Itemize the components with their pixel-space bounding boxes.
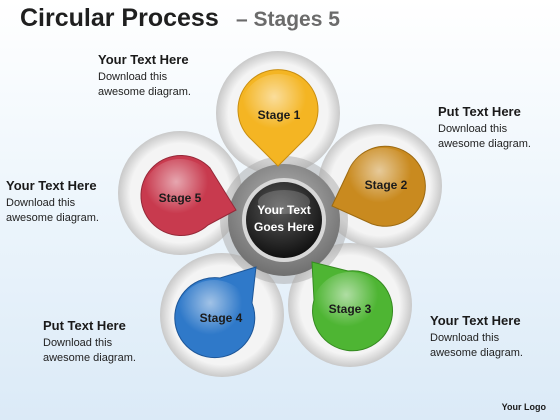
stage-5-label: Stage 5 xyxy=(159,191,202,205)
text-block-line1: Download this xyxy=(6,197,76,209)
text-block-middle-left: Your Text Here Download this awesome dia… xyxy=(6,178,99,226)
text-block-bottom-left: Put Text Here Download this awesome diag… xyxy=(43,318,136,366)
text-block-body: Download this awesome diagram. xyxy=(6,196,99,226)
stage-2-shape[interactable] xyxy=(331,145,426,227)
title-bar: Circular Process – Stages 5 xyxy=(0,0,560,40)
text-block-top-left: Your Text Here Download this awesome dia… xyxy=(98,52,191,100)
center-hub-core xyxy=(242,178,326,262)
logo-placeholder: Your Logo xyxy=(501,402,546,412)
text-block-line1: Download this xyxy=(438,123,508,135)
text-block-heading: Put Text Here xyxy=(43,318,126,333)
text-block-top-right: Put Text Here Download this awesome diag… xyxy=(438,104,531,152)
text-block-body: Download this awesome diagram. xyxy=(430,331,523,361)
text-block-line1: Download this xyxy=(43,337,113,349)
text-block-line2: awesome diagram. xyxy=(430,347,523,359)
text-block-line1: Download this xyxy=(98,71,168,83)
title-main: Circular Process xyxy=(20,4,219,32)
center-label-line2: Goes Here xyxy=(254,220,314,234)
title-sub: – Stages 5 xyxy=(236,8,340,31)
text-block-line2: awesome diagram. xyxy=(98,86,191,98)
text-block-line1: Download this xyxy=(430,332,500,344)
text-block-heading: Your Text Here xyxy=(6,178,97,193)
stage-4-shape[interactable] xyxy=(174,266,257,359)
stage-4-label: Stage 4 xyxy=(200,311,243,325)
text-block-bottom-right: Your Text Here Download this awesome dia… xyxy=(430,313,523,361)
stage-2-label: Stage 2 xyxy=(365,178,408,192)
text-block-line2: awesome diagram. xyxy=(43,352,136,364)
stage-3-shape[interactable] xyxy=(311,261,394,352)
stage-3-label: Stage 3 xyxy=(329,302,372,316)
stage-1-shape[interactable] xyxy=(237,69,319,167)
text-block-body: Download this awesome diagram. xyxy=(98,70,191,100)
stage-1-label: Stage 1 xyxy=(258,108,301,122)
text-block-heading: Put Text Here xyxy=(438,104,521,119)
text-block-line2: awesome diagram. xyxy=(438,138,531,150)
stage-5-shape[interactable] xyxy=(140,155,237,236)
center-label-line1: Your Text xyxy=(257,203,311,217)
text-block-line2: awesome diagram. xyxy=(6,212,99,224)
text-block-heading: Your Text Here xyxy=(98,52,189,67)
text-block-heading: Your Text Here xyxy=(430,313,521,328)
text-block-body: Download this awesome diagram. xyxy=(438,122,531,152)
text-block-body: Download this awesome diagram. xyxy=(43,336,136,366)
